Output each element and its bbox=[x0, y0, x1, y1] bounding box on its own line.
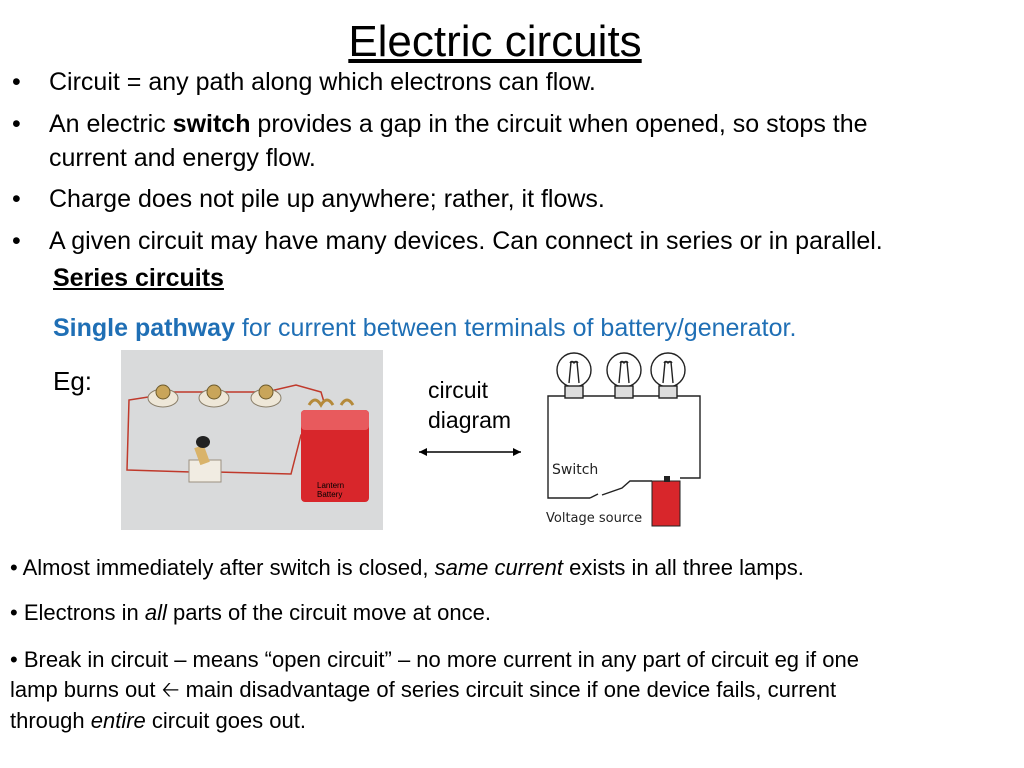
bullet-text: Circuit = any path along which electrons… bbox=[49, 68, 596, 96]
bullet-4: • A given circuit may have many devices.… bbox=[0, 225, 1024, 257]
bullet-dot: • bbox=[12, 110, 21, 138]
note-text: through bbox=[10, 708, 91, 733]
bullet-text: Charge does not pile up anywhere; rather… bbox=[49, 185, 605, 213]
note-text: parts of the circuit move at once. bbox=[166, 600, 491, 625]
lantern-battery: Lantern Battery bbox=[301, 398, 369, 502]
battery-terminal bbox=[664, 476, 670, 482]
wire bbox=[126, 394, 192, 473]
note-2: • Electrons in all parts of the circuit … bbox=[10, 598, 491, 628]
circuit-diagram-label: circuit diagram bbox=[428, 375, 511, 435]
battery-label: Battery bbox=[317, 490, 342, 499]
note-text: circuit goes out. bbox=[145, 708, 306, 733]
note-text: • Electrons in bbox=[10, 600, 145, 625]
voltage-source-label: Voltage source bbox=[546, 511, 642, 526]
knife-switch bbox=[188, 436, 222, 483]
note-italic: all bbox=[144, 600, 167, 625]
note-italic: entire bbox=[90, 708, 146, 733]
note-line: • Break in circuit – means “open circuit… bbox=[10, 647, 859, 672]
double-arrow-icon bbox=[419, 448, 521, 456]
bullet-text: An electric switch provides a gap in the… bbox=[49, 108, 868, 140]
note-line: through entire circuit goes out. bbox=[10, 706, 859, 736]
circuit-photo: Lantern Battery bbox=[121, 350, 383, 530]
bullet-text-line2: current and energy flow. bbox=[49, 144, 316, 172]
note-text: exists in all three lamps. bbox=[563, 555, 804, 580]
bullet-text-bold: switch bbox=[172, 110, 251, 138]
bullet-3: • Charge does not pile up anywhere; rath… bbox=[0, 183, 1024, 215]
single-pathway-line: Single pathway for current between termi… bbox=[53, 314, 796, 343]
bullet-dot: • bbox=[12, 68, 21, 96]
section-heading: Series circuits bbox=[53, 264, 224, 292]
note-1: • Almost immediately after switch is clo… bbox=[10, 553, 804, 583]
note-3: • Break in circuit – means “open circuit… bbox=[10, 645, 859, 736]
bullet-dot: • bbox=[12, 185, 21, 213]
battery-label: Lantern bbox=[317, 481, 344, 490]
lamp-socket bbox=[147, 384, 179, 408]
note-text: lamp burns out bbox=[10, 677, 162, 702]
bullet-text-part: provides a gap in the circuit when opene… bbox=[250, 110, 868, 138]
left-arrow-icon: 🡠 bbox=[161, 678, 180, 703]
switch-label: Switch bbox=[552, 462, 598, 478]
note-text: • Almost immediately after switch is clo… bbox=[10, 555, 435, 580]
lamp-socket bbox=[250, 384, 282, 408]
lightbulb-icon bbox=[606, 352, 642, 399]
note-text: main disadvantage of series circuit sinc… bbox=[179, 677, 837, 702]
single-pathway-text: for current between terminals of battery… bbox=[234, 314, 797, 342]
voltage-source bbox=[651, 480, 681, 527]
page-title: Electric circuits bbox=[348, 17, 642, 66]
bullet-text: A given circuit may have many devices. C… bbox=[49, 227, 883, 255]
bullet-dot: • bbox=[12, 227, 21, 255]
bullet-2: • An electric switch provides a gap in t… bbox=[0, 108, 1024, 172]
lamp-socket bbox=[198, 384, 230, 408]
bullet-1: • Circuit = any path along which electro… bbox=[0, 66, 1024, 98]
note-line: lamp burns out 🡠 main disadvantage of se… bbox=[10, 675, 859, 706]
lightbulb-icon bbox=[556, 352, 592, 399]
bullet-text-part: An electric bbox=[49, 110, 173, 138]
label-line: diagram bbox=[428, 407, 512, 433]
label-line: circuit bbox=[428, 377, 489, 403]
note-italic: same current bbox=[434, 555, 564, 580]
eg-label: Eg: bbox=[53, 366, 93, 396]
single-pathway-bold: Single pathway bbox=[53, 314, 235, 342]
circuit-diagram: Switch Voltage source bbox=[546, 352, 701, 527]
lightbulb-icon bbox=[650, 352, 686, 399]
